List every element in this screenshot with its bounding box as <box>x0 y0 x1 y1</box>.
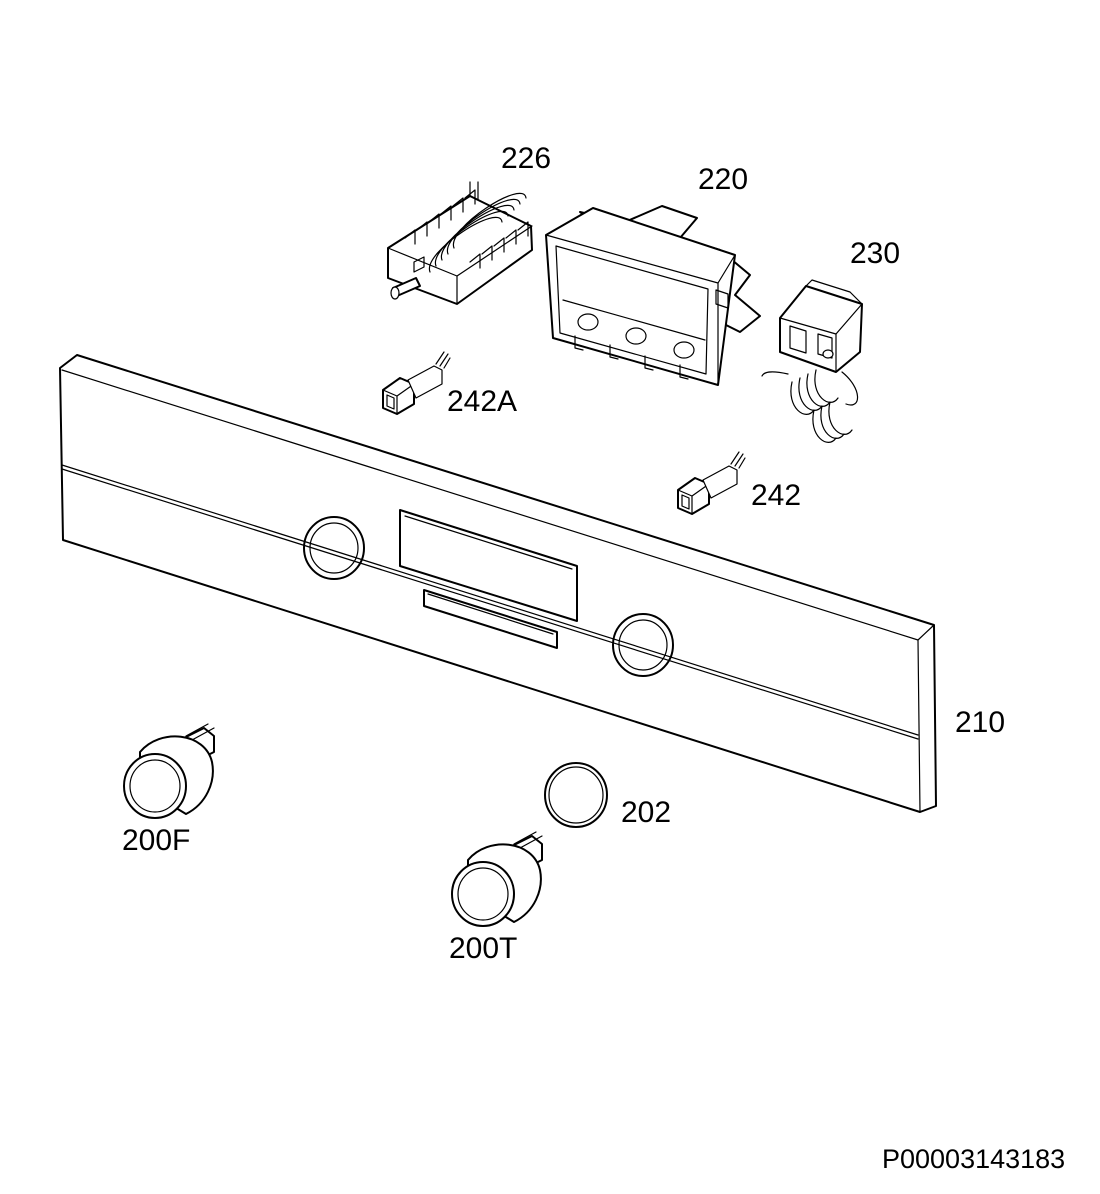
label-242: 242 <box>751 479 801 512</box>
rotary-switch-icon <box>387 181 533 305</box>
label-200T: 200T <box>449 932 517 965</box>
indicator-lamp-icon <box>677 451 746 515</box>
control-panel-icon <box>59 354 937 813</box>
control-knob-icon <box>123 723 215 819</box>
label-230: 230 <box>850 237 900 270</box>
thermostat-icon <box>761 279 863 443</box>
display-housing-icon <box>545 205 761 386</box>
indicator-lamp-icon <box>382 351 451 415</box>
control-knob-icon <box>451 831 543 927</box>
label-202: 202 <box>621 796 671 829</box>
document-code: P00003143183 <box>882 1144 1065 1174</box>
label-226: 226 <box>501 142 551 175</box>
label-210: 210 <box>955 706 1005 739</box>
label-200F: 200F <box>122 824 190 857</box>
label-220: 220 <box>698 163 748 196</box>
trim-ring-icon <box>544 762 608 828</box>
label-242A: 242A <box>447 385 517 418</box>
